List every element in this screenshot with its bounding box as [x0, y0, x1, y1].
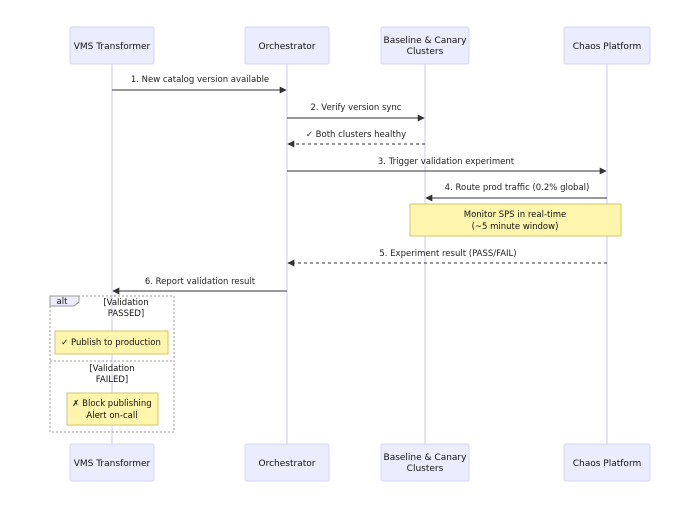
svg-text:3. Trigger validation experime: 3. Trigger validation experiment: [378, 157, 515, 167]
svg-text:1. New catalog version availab: 1. New catalog version available: [131, 75, 269, 85]
svg-text:alt: alt: [57, 297, 69, 307]
svg-text:5. Experiment result (PASS/FAI: 5. Experiment result (PASS/FAIL): [379, 249, 516, 259]
svg-text:FAILED]: FAILED]: [96, 375, 128, 385]
svg-text:Orchestrator: Orchestrator: [259, 459, 316, 469]
message-4: 3. Trigger validation experiment: [287, 157, 607, 175]
actor-top-chaos-platform: Chaos Platform: [563, 26, 651, 65]
message-3: ✓ Both clusters healthy: [287, 130, 425, 148]
svg-text:(~5 minute window): (~5 minute window): [472, 222, 559, 232]
actor-top-clusters: Baseline & Canary Clusters: [380, 26, 470, 65]
svg-text:Baseline & Canary: Baseline & Canary: [384, 453, 468, 463]
svg-text:[Validation: [Validation: [89, 364, 134, 374]
svg-text:Clusters: Clusters: [407, 47, 444, 57]
svg-text:Orchestrator: Orchestrator: [259, 42, 316, 52]
svg-text:6. Report validation result: 6. Report validation result: [145, 277, 256, 287]
svg-text:Alert on-call: Alert on-call: [86, 411, 137, 421]
message-1: 1. New catalog version available: [112, 75, 287, 94]
svg-text:✗ Block publishing: ✗ Block publishing: [72, 399, 151, 409]
svg-text:VMS Transformer: VMS Transformer: [74, 42, 151, 52]
svg-text:Chaos Platform: Chaos Platform: [573, 42, 642, 52]
alt-tab: [49, 295, 80, 307]
actor-bottom-clusters: Baseline & Canary Clusters: [380, 443, 470, 482]
message-7: 6. Report validation result: [112, 277, 287, 295]
svg-text:Chaos Platform: Chaos Platform: [573, 459, 642, 469]
svg-text:✓ Publish to production: ✓ Publish to production: [61, 338, 161, 348]
message-6: 5. Experiment result (PASS/FAIL): [287, 249, 607, 267]
svg-text:PASSED]: PASSED]: [108, 309, 144, 319]
svg-text:4. Route prod traffic (0.2% gl: 4. Route prod traffic (0.2% global): [445, 183, 590, 193]
svg-text:Clusters: Clusters: [407, 464, 444, 474]
alt-frame: [49, 295, 175, 433]
note-publish: ✓ Publish to production: [54, 330, 169, 355]
svg-text:Monitor SPS in real-time: Monitor SPS in real-time: [464, 210, 566, 220]
svg-text:2. Verify version sync: 2. Verify version sync: [311, 103, 402, 113]
message-5: 4. Route prod traffic (0.2% global): [425, 183, 607, 202]
svg-text:✓ Both clusters healthy: ✓ Both clusters healthy: [306, 130, 406, 140]
actor-top-orchestrator: Orchestrator: [244, 26, 330, 65]
actor-bottom-chaos-platform: Chaos Platform: [563, 443, 651, 482]
svg-text:[Validation: [Validation: [103, 298, 148, 308]
actor-top-vms-transformer: VMS Transformer: [69, 26, 155, 65]
message-2: 2. Verify version sync: [287, 103, 425, 122]
svg-text:VMS Transformer: VMS Transformer: [74, 459, 151, 469]
note-monitor-sps: Monitor SPS in real-time (~5 minute wind…: [409, 203, 622, 237]
actor-bottom-orchestrator: Orchestrator: [244, 443, 330, 482]
alt-block: alt [Validation PASSED] [Validation FAIL…: [49, 295, 175, 433]
svg-text:Baseline & Canary: Baseline & Canary: [384, 36, 468, 46]
actor-bottom-vms-transformer: VMS Transformer: [69, 443, 155, 482]
note-block-publishing: ✗ Block publishing Alert on-call: [66, 392, 159, 426]
